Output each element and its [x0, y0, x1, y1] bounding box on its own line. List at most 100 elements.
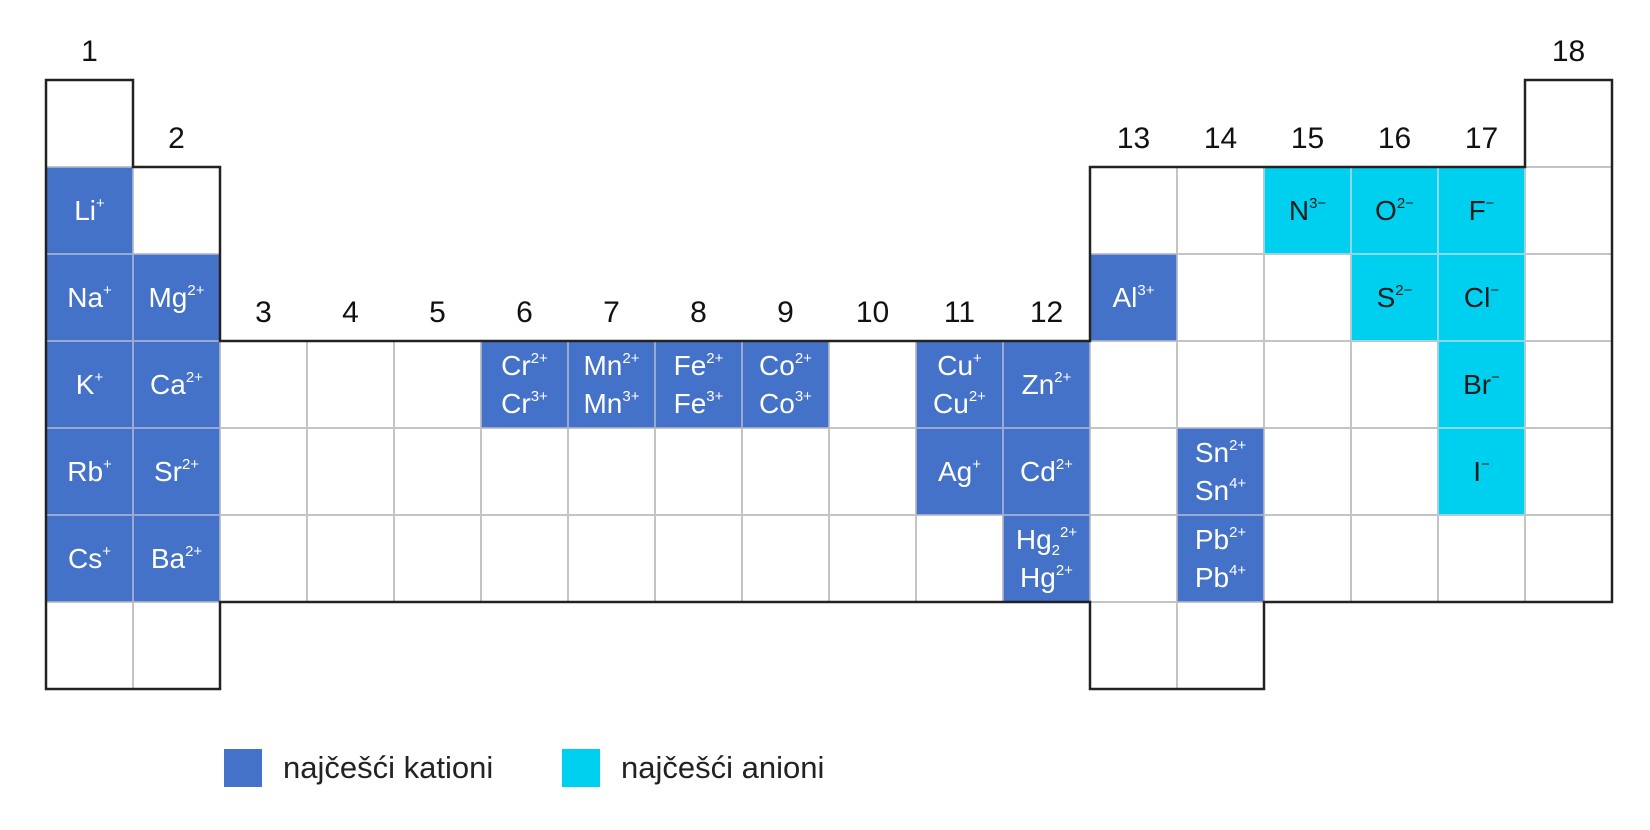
element-cell-g17-p3: Cl− [1438, 254, 1525, 341]
element-cell-g14-p3 [1177, 254, 1264, 341]
ion-symbol: Mg [148, 281, 188, 313]
ion-formula: Ca2+ [150, 366, 203, 404]
ion-symbol: Na [67, 281, 104, 313]
ion-formula: Fe2+ [674, 347, 724, 385]
element-cell-g4-p5 [307, 428, 394, 515]
element-cell-g14-p4 [1177, 341, 1264, 428]
element-cell-g9-p4: Co2+Co3+ [742, 341, 829, 428]
element-cell-g4-p4 [307, 341, 394, 428]
element-cell-g10-p4 [829, 341, 916, 428]
legend-swatch-anion [562, 749, 600, 787]
group-number-7: 7 [603, 296, 620, 329]
element-cell-g14-p7 [1177, 602, 1264, 689]
group-number-11: 11 [943, 296, 976, 329]
ion-formula: Al3+ [1112, 279, 1154, 317]
element-cell-g15-p6 [1264, 515, 1351, 602]
ion-symbol: Ag [937, 455, 973, 487]
ion-symbol: O [1375, 194, 1397, 226]
group-number-17: 17 [1464, 122, 1499, 155]
ion-formula: Na+ [67, 279, 112, 317]
ion-list: Mn2+Mn3+ [569, 342, 654, 427]
ion-symbol: Sn [1194, 436, 1230, 468]
ion-formula: Ag+ [938, 453, 981, 491]
ion-symbol: Al [1112, 281, 1138, 313]
element-cell-g2-p7 [133, 602, 220, 689]
ion-charge: 2+ [622, 349, 640, 367]
ion-list: Cs+ [47, 516, 132, 601]
element-cell-g2-p4: Ca2+ [133, 341, 220, 428]
element-cell-g14-p5: Sn2+Sn4+ [1177, 428, 1264, 515]
ion-symbol: Pb [1194, 523, 1230, 555]
ion-list: I− [1439, 429, 1524, 514]
ion-formula: Li+ [74, 192, 105, 230]
element-cell-g2-p3: Mg2+ [133, 254, 220, 341]
element-cell-g10-p5 [829, 428, 916, 515]
ion-formula: Mg2+ [148, 279, 204, 317]
ion-charge: 2+ [1060, 523, 1078, 541]
element-cell-g17-p4: Br− [1438, 341, 1525, 428]
group-number-5: 5 [429, 296, 446, 329]
ion-list: Br− [1439, 342, 1524, 427]
ion-formula: Cs+ [68, 540, 111, 578]
element-cell-g6-p4: Cr2+Cr3+ [481, 341, 568, 428]
element-cell-g1-p3: Na+ [46, 254, 133, 341]
ion-symbol: Hg [1020, 561, 1056, 593]
ion-symbol: Cl [1463, 281, 1491, 313]
ion-charge: 2+ [1055, 561, 1073, 579]
ion-list: Ag+ [917, 429, 1002, 514]
ion-charge: 2+ [1229, 436, 1247, 454]
element-cell-g16-p6 [1351, 515, 1438, 602]
ion-list: Rb+ [47, 429, 132, 514]
group-number-14: 14 [1203, 122, 1238, 155]
ion-charge: 4+ [1229, 561, 1247, 579]
ion-symbol: Sn [1194, 474, 1230, 506]
ion-symbol: Co [759, 387, 795, 419]
ion-formula: Ba2+ [151, 540, 202, 578]
element-cell-g6-p5 [481, 428, 568, 515]
ion-charge: 2+ [1229, 523, 1247, 541]
element-cell-g13-p2 [1090, 167, 1177, 254]
ion-symbol: K [75, 368, 95, 400]
element-cell-g16-p3: S2− [1351, 254, 1438, 341]
ion-charge: 2+ [1055, 455, 1073, 473]
element-cell-g11-p6 [916, 515, 1003, 602]
ion-formula: Cl− [1464, 279, 1499, 317]
ion-symbol: Ba [150, 542, 186, 574]
element-cell-g1-p1 [46, 80, 133, 167]
ion-formula: Cu2+ [933, 385, 986, 423]
ion-symbol: Mn [583, 387, 623, 419]
ion-charge: 2+ [530, 349, 548, 367]
ion-symbol: Pb [1194, 561, 1230, 593]
element-cell-g18-p1 [1525, 80, 1612, 167]
ion-symbol: Cs [68, 542, 103, 574]
element-cell-g16-p5 [1351, 428, 1438, 515]
ion-list: N3− [1265, 168, 1350, 253]
ion-list: Sn2+Sn4+ [1178, 429, 1263, 514]
ion-list: Fe2+Fe3+ [656, 342, 741, 427]
ion-list: Zn2+ [1004, 342, 1089, 427]
ion-symbol: Fe [673, 349, 707, 381]
element-cell-g1-p2: Li+ [46, 167, 133, 254]
ion-symbol: Mn [583, 349, 623, 381]
element-cell-g16-p2: O2− [1351, 167, 1438, 254]
ion-charge: 2+ [1054, 368, 1072, 386]
ion-charge: 2+ [794, 349, 812, 367]
ion-charge: 3+ [530, 387, 548, 405]
ion-list: Li+ [47, 168, 132, 253]
element-cell-g9-p5 [742, 428, 829, 515]
ion-list: Mg2+ [134, 255, 219, 340]
ion-formula: K+ [76, 366, 103, 404]
ion-symbol: Cd [1020, 455, 1056, 487]
ion-formula: Cr2+ [501, 347, 548, 385]
ion-charge: 2− [1396, 194, 1414, 212]
element-cell-g1-p6: Cs+ [46, 515, 133, 602]
element-cell-g18-p2 [1525, 167, 1612, 254]
ion-formula: Cu+ [937, 347, 982, 385]
ion-symbol: Zn [1021, 368, 1055, 400]
ion-charge: − [1481, 455, 1490, 473]
ion-charge: + [102, 542, 111, 560]
ion-charge: 4+ [1229, 474, 1247, 492]
ion-formula: Hg2+ [1020, 559, 1073, 597]
ion-charge: + [96, 194, 105, 212]
element-cell-g13-p6 [1090, 515, 1177, 602]
